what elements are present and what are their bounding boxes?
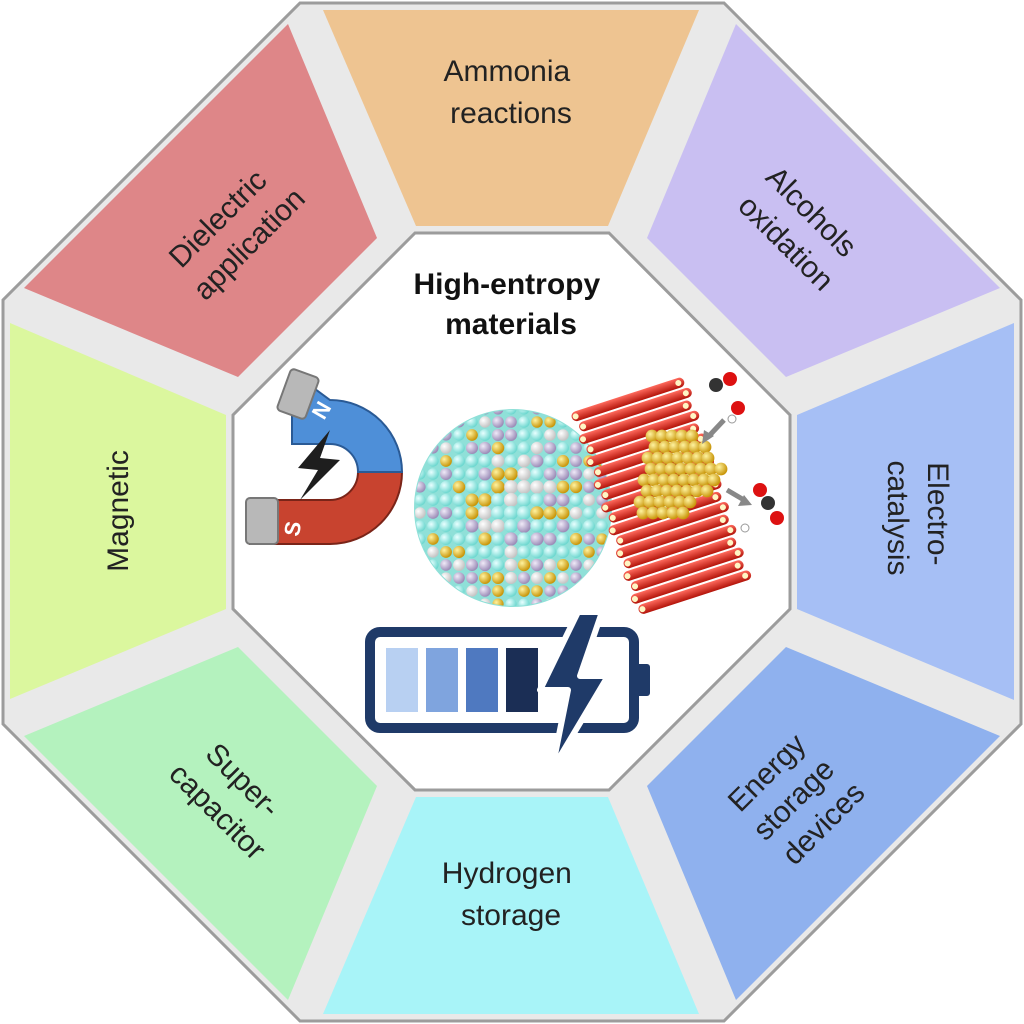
label-ammonia: Ammonia reactions [443,55,578,130]
label-hydrogen: Hydrogen storage [442,857,580,932]
segment-dielectric [24,24,377,377]
battery-icon [365,609,650,773]
segment-alcohols [647,24,1000,377]
label-magnetic: Magnetic [102,450,135,572]
molecule-icon [709,372,784,533]
nanoparticle-icon [414,409,612,607]
magnet-bolt-icon [298,430,340,500]
segment-ammonia [323,10,699,226]
nanotube-catalyst-icon [571,372,784,614]
segment-energy-storage [647,647,1000,1000]
magnet-south-letter: S [279,519,306,538]
segment-supercapacitor [24,647,377,1000]
segment-hydrogen [323,797,699,1014]
center-title: High-entropy materials [414,268,609,341]
segment-magnetic [10,323,226,699]
segment-electrocatalysis [797,323,1014,700]
label-electrocatalysis: Electro- catalysis [881,460,954,575]
magnet-icon: N S [245,368,404,545]
battery-bolt-icon [537,609,611,773]
arrow-out-icon [725,487,746,503]
